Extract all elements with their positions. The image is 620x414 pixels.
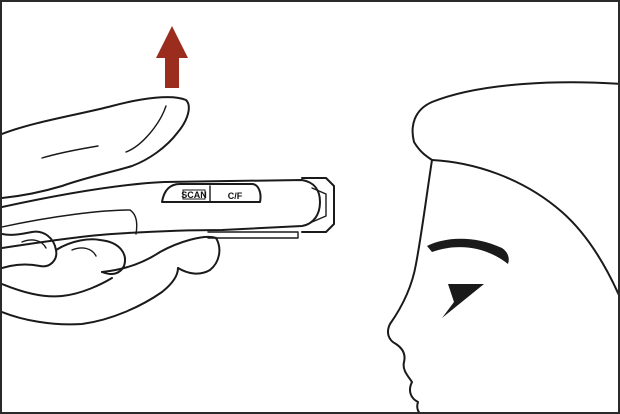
up-arrow-icon <box>156 26 188 88</box>
lower-hand <box>2 232 219 325</box>
cf-button-label: C/F <box>228 191 243 201</box>
face-profile <box>388 82 620 414</box>
scan-button-label: SCAN <box>181 190 207 200</box>
